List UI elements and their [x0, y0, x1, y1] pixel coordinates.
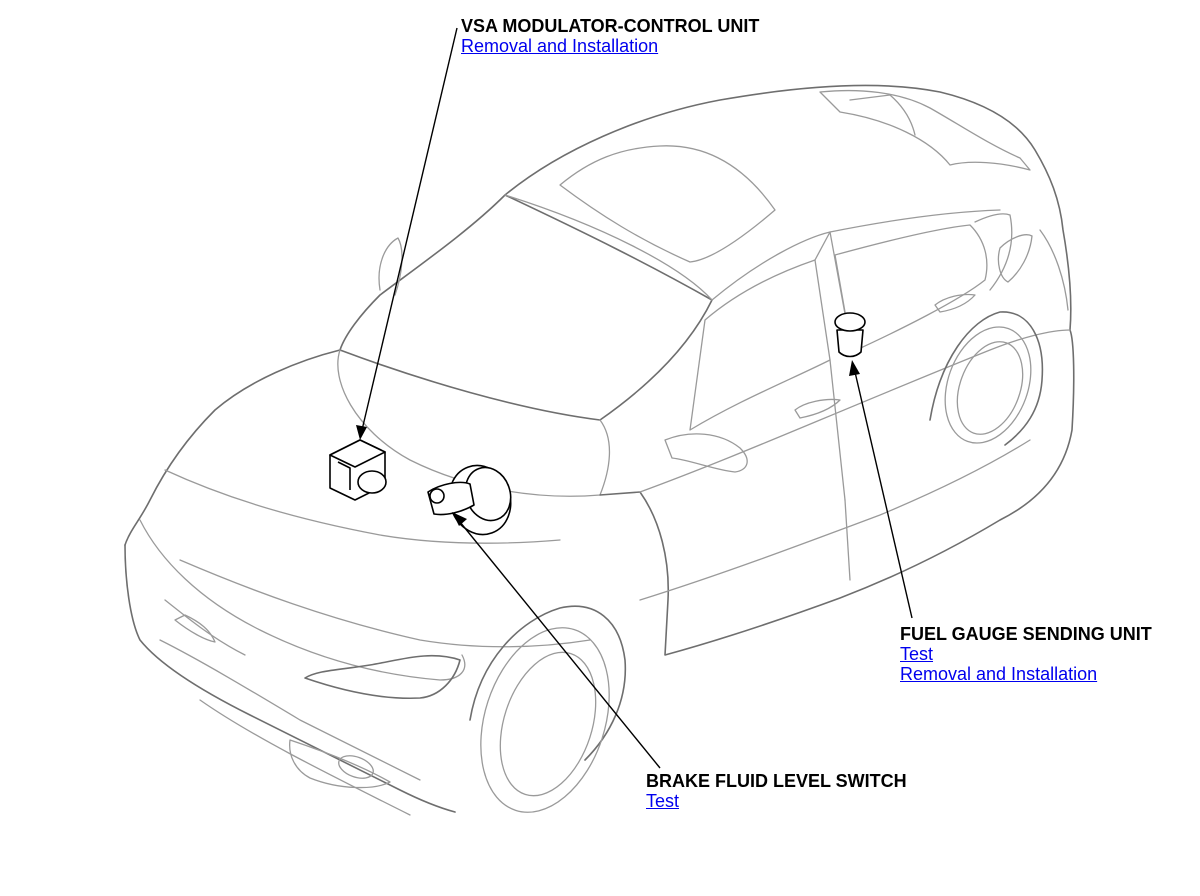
brake-fluid-callout: BRAKE FLUID LEVEL SWITCH Test	[646, 771, 907, 811]
brake-fluid-reservoir-icon	[427, 464, 512, 536]
car-outline-drawing	[124, 84, 1075, 816]
fuel-gauge-sending-unit-icon	[834, 312, 866, 358]
vsa-callout: VSA MODULATOR-CONTROL UNIT Removal and I…	[461, 16, 759, 56]
fuel-leader-line	[849, 360, 913, 619]
fuel-gauge-removal-installation-link[interactable]: Removal and Installation	[900, 664, 1098, 684]
fuel-gauge-test-link[interactable]: Test	[900, 644, 934, 664]
fuel-gauge-callout: FUEL GAUGE SENDING UNIT Test Removal and…	[900, 624, 1152, 684]
brake-fluid-title: BRAKE FLUID LEVEL SWITCH	[646, 771, 907, 791]
vsa-modulator-control-unit-icon	[329, 439, 387, 501]
vsa-removal-installation-link[interactable]: Removal and Installation	[461, 36, 659, 56]
vsa-title: VSA MODULATOR-CONTROL UNIT	[461, 16, 760, 36]
brake-leader-line	[452, 512, 661, 769]
fuel-gauge-title: FUEL GAUGE SENDING UNIT	[900, 624, 1152, 644]
brake-fluid-test-link[interactable]: Test	[646, 791, 680, 811]
vsa-leader-line	[356, 27, 458, 440]
